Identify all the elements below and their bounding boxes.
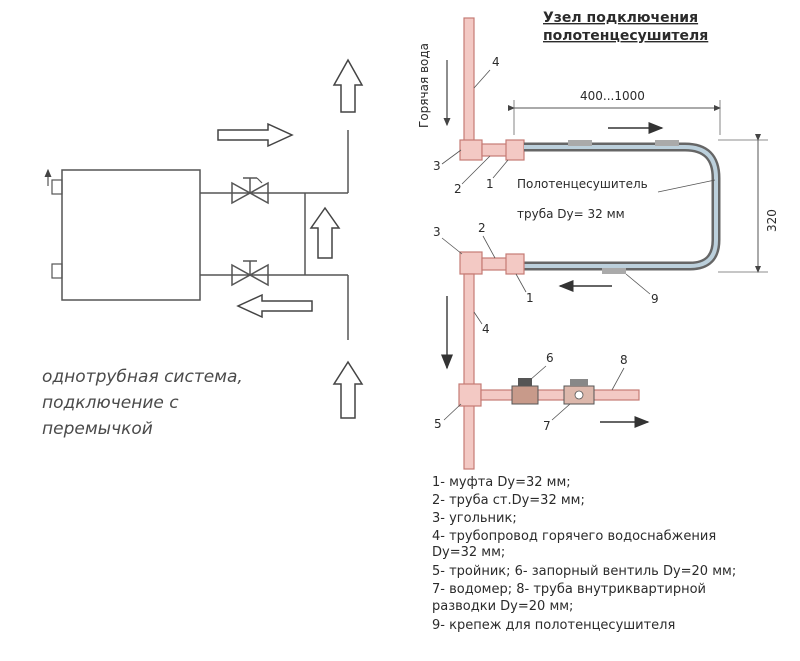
- water-meter-icon: [563, 379, 595, 405]
- hot-water-label: Горячая вода: [417, 43, 431, 128]
- legend-item: Dy=32 мм;: [432, 545, 505, 560]
- legend-item: 3- угольник;: [432, 511, 517, 526]
- arrow-up-bottom-icon: [332, 360, 364, 419]
- callout-6: 6: [546, 351, 554, 365]
- coupling-bottom: [505, 253, 525, 275]
- elbow-top: [459, 139, 483, 161]
- tee-fitting: [458, 383, 482, 407]
- caption-line-1: однотрубная система,: [42, 367, 243, 387]
- callout-1-top: 1: [486, 177, 494, 191]
- caption-line-2: подключение с: [42, 393, 179, 413]
- riser-pipe-bottom: [463, 273, 475, 470]
- arrow-up-top-icon: [332, 58, 364, 113]
- radiator-box: [61, 169, 201, 301]
- radiator-plug-bottom: [51, 263, 63, 279]
- valve-top-icon: [231, 177, 269, 205]
- arrow-left-icon: [236, 293, 313, 319]
- caption-line-3: перемычкой: [42, 419, 153, 439]
- callout-9: 9: [651, 292, 659, 306]
- bracket-3: [602, 268, 626, 274]
- callout-5: 5: [434, 417, 442, 431]
- legend-item: 7- водомер; 8- труба внутриквартирной: [432, 582, 706, 597]
- arrow-right-icon: [217, 122, 294, 148]
- callout-8: 8: [620, 353, 628, 367]
- radiator-plug-top: [51, 179, 63, 195]
- callout-3-bottom: 3: [433, 225, 441, 239]
- legend-item: 5- тройник; 6- запорный вентиль Dy=20 мм…: [432, 564, 736, 579]
- dim-height-label: 320: [765, 209, 779, 232]
- dim-width-label: 400...1000: [580, 89, 645, 103]
- callout-7: 7: [543, 419, 551, 433]
- callout-2-bottom: 2: [478, 221, 486, 235]
- title-line-1: Узел подключения: [543, 10, 698, 26]
- callout-2-top: 2: [454, 182, 462, 196]
- bracket-2: [655, 140, 679, 146]
- callout-3-top: 3: [433, 159, 441, 173]
- coupling-top: [505, 139, 525, 161]
- callout-4-bottom: 4: [482, 322, 490, 336]
- arrow-up-middle-icon: [309, 206, 341, 259]
- branch-pipe: [480, 389, 640, 401]
- pipe-size-label: труба Dy= 32 мм: [517, 207, 625, 221]
- right-diagram: Узел подключения полотенцесушителя Горяч…: [417, 10, 779, 633]
- legend-item: 2- труба ст.Dy=32 мм;: [432, 493, 585, 508]
- callout-4-top: 4: [492, 55, 500, 69]
- towel-dryer-label: Полотенцесушитель: [517, 177, 648, 191]
- bracket-1: [568, 140, 592, 146]
- pipe-stub-bottom: [481, 257, 509, 271]
- left-schematic: однотрубная система, подключение с перем…: [42, 58, 364, 439]
- legend-item: 4- трубопровод горячего водоснабжения: [432, 529, 716, 544]
- callout-1-bottom: 1: [526, 291, 534, 305]
- legend: 1- муфта Dy=32 мм; 2- труба ст.Dy=32 мм;…: [432, 475, 736, 633]
- legend-item: 9- крепеж для полотенцесушителя: [432, 618, 675, 633]
- valve-bottom-icon: [231, 260, 269, 287]
- pipe-stub-top: [481, 143, 509, 157]
- riser-pipe-top: [463, 17, 475, 151]
- elbow-bottom: [459, 251, 483, 275]
- legend-item: разводки Dy=20 мм;: [432, 599, 573, 614]
- shutoff-valve-icon: [511, 378, 539, 405]
- legend-item: 1- муфта Dy=32 мм;: [432, 475, 571, 490]
- title-line-2: полотенцесушителя: [543, 28, 708, 44]
